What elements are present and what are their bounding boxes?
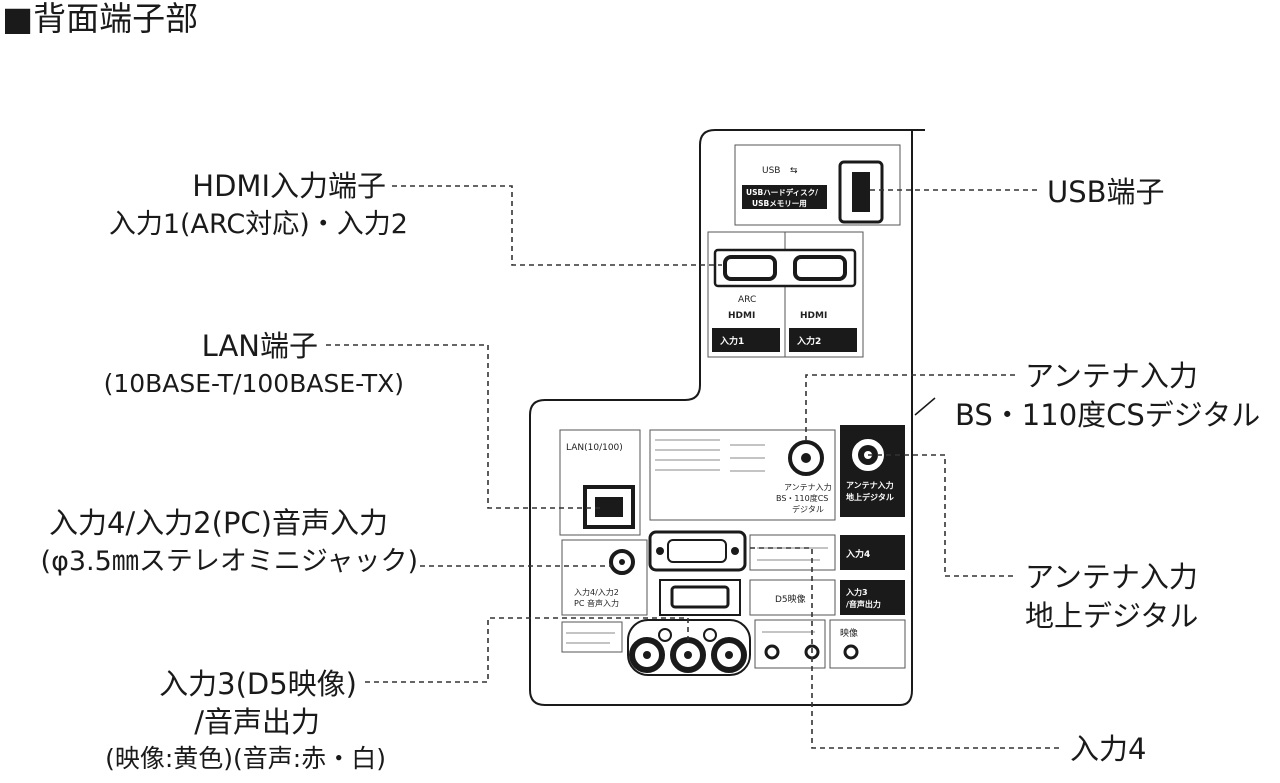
audio-in-callout-line1: 入力4/入力2(PC)音声入力: [48, 506, 388, 540]
antenna-bs-leader: [805, 374, 1015, 445]
lan-label: LAN(10/100): [566, 443, 623, 453]
d5-leader: [365, 617, 689, 683]
pc-audio-block: [561, 539, 648, 616]
bs-antenna-label1: アンテナ入力: [784, 482, 832, 492]
usb-callout: USB端子: [1047, 175, 1165, 209]
terr-label2: 地上デジタル: [846, 492, 894, 502]
leader-lines: [326, 185, 1060, 749]
usb-symbol-icon: ⇆: [790, 166, 798, 176]
d5-callout-line2: /音声出力: [194, 705, 320, 739]
usb-label: USB: [762, 166, 780, 176]
hdmi-callout-line1: HDMI入力端子: [192, 169, 386, 203]
input3-tag-bg: [840, 580, 905, 615]
d5-callout-line3: (映像:黄色)(音声:赤・白): [105, 744, 386, 773]
d5-callout-line1: 入力3(D5映像): [159, 667, 357, 701]
usb-sub1: USBハードディスク/: [746, 187, 818, 197]
usb-sub-box: [742, 185, 827, 209]
lan-callout-line1: LAN端子: [201, 329, 318, 363]
hdmi-callout-line2: 入力1(ARC対応)・入力2: [108, 209, 408, 240]
pc-audio-label2: PC 音声入力: [574, 598, 619, 608]
input4-tag-bg: [840, 535, 905, 570]
video-label: 映像: [840, 627, 858, 639]
hdmi-leader: [392, 185, 722, 266]
input4-tag: 入力4: [845, 548, 870, 560]
usb-sub2: USBメモリー用: [752, 199, 807, 208]
d5-label: D5映像: [775, 593, 806, 605]
antenna-terr-leader: [868, 454, 1015, 577]
antenna-terr-callout-line2: 地上デジタル: [1025, 599, 1199, 633]
terr-label1: アンテナ入力: [846, 480, 894, 490]
input2-tag-bg: [789, 328, 857, 352]
input2-tag: 入力2: [796, 335, 821, 347]
lan-port-inner: [595, 497, 623, 517]
audio-in-callout-line2: (φ3.5㎜ステレオミニジャック): [40, 546, 418, 577]
antenna-bs-callout-line2: BS・110度CSデジタル: [955, 398, 1261, 432]
input4-callout: 入力4: [1070, 732, 1147, 766]
antenna-terr-callout-line1: アンテナ入力: [1025, 560, 1198, 594]
arc-label: ARC: [738, 295, 756, 305]
bs-antenna-label2: BS・110度CS: [776, 493, 828, 503]
hdmi-port-2: [793, 255, 847, 281]
input3-tag1: 入力3: [845, 587, 868, 597]
hdmi-logo-1: HDMI: [728, 311, 755, 321]
lan-leader: [326, 344, 600, 509]
input1-tag: 入力1: [719, 335, 744, 347]
input3-tag2: /音声出力: [846, 599, 881, 609]
bs-antenna-label3: デジタル: [792, 504, 824, 514]
lan-callout-line2: (10BASE-T/100BASE-TX): [103, 369, 404, 398]
hdmi-logo-2: HDMI: [800, 311, 827, 321]
page-title: ■背面端子部: [2, 0, 199, 38]
warning-box: [561, 621, 623, 653]
input4-leader: [750, 547, 1060, 749]
input1-tag-bg: [712, 328, 780, 352]
pc-audio-label1: 入力4/入力2: [574, 587, 619, 597]
usb-port-slot: [852, 172, 870, 212]
terr-antenna-block: [840, 425, 905, 517]
hdmi-port-1: [723, 255, 777, 281]
antenna-bs-callout-line1: アンテナ入力: [1025, 359, 1198, 393]
